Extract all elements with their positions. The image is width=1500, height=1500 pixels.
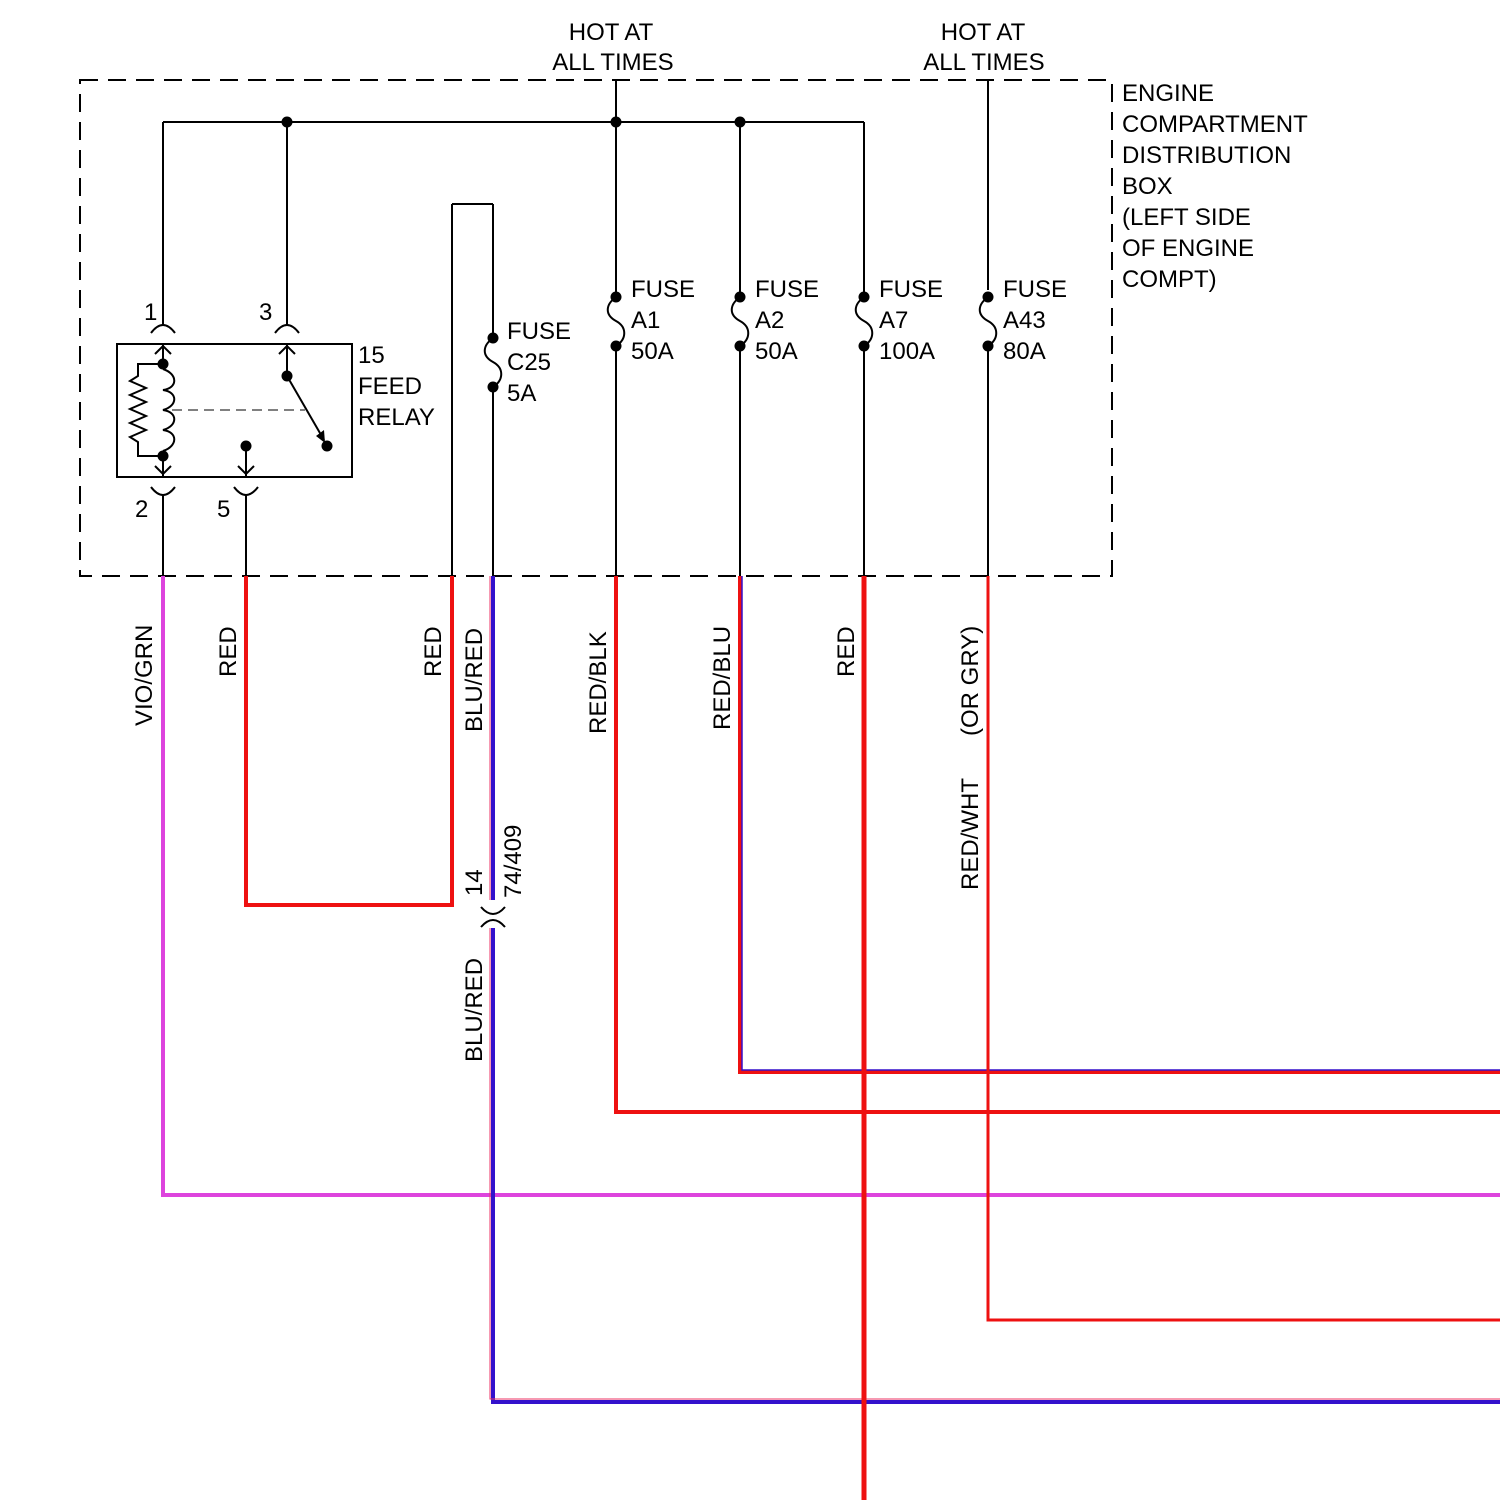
box-label-4: BOX bbox=[1122, 173, 1173, 200]
relay-label-line-1: 15 bbox=[358, 342, 385, 369]
pin-2-label: 2 bbox=[135, 496, 148, 523]
fuse-a1-label-3: 50A bbox=[631, 338, 674, 365]
label-red-loop: RED bbox=[420, 626, 447, 677]
box-label-6: OF ENGINE bbox=[1122, 235, 1254, 262]
label-red-wht: RED/WHT bbox=[957, 778, 984, 890]
fuse-c25-label-2: C25 bbox=[507, 349, 551, 376]
pin-5-label: 5 bbox=[217, 496, 230, 523]
hot-at-all-times-right-2: ALL TIMES bbox=[923, 49, 1044, 76]
wire-blu-red bbox=[493, 576, 1500, 1402]
label-blu-red-lower: BLU/RED bbox=[461, 958, 488, 1062]
label-vio-grn: VIO/GRN bbox=[131, 625, 158, 726]
fuse-a43-label-2: A43 bbox=[1003, 307, 1046, 334]
box-label-1: ENGINE bbox=[1122, 80, 1214, 107]
fuse-c25-circuit bbox=[452, 204, 501, 576]
label-red-a7: RED bbox=[833, 626, 860, 677]
box-label-2: COMPARTMENT bbox=[1122, 111, 1308, 138]
label-or-gry: (OR GRY) bbox=[957, 626, 984, 736]
label-red-blu: RED/BLU bbox=[709, 626, 736, 730]
wire-red-relay-loop bbox=[246, 576, 452, 905]
fuse-a7-label-2: A7 bbox=[879, 307, 908, 334]
fuse-a7-circuit bbox=[856, 122, 873, 576]
feed-relay bbox=[117, 344, 352, 477]
hot-at-all-times-left-1: HOT AT bbox=[569, 19, 654, 46]
distribution-box-outline bbox=[80, 80, 1112, 576]
fuse-a1-circuit bbox=[608, 122, 625, 576]
fuse-a2-label-3: 50A bbox=[755, 338, 798, 365]
relay-label-line-3: RELAY bbox=[358, 404, 435, 431]
pin-3-label: 3 bbox=[259, 299, 272, 326]
label-red-relay: RED bbox=[215, 626, 242, 677]
hot-at-all-times-right-1: HOT AT bbox=[941, 19, 1026, 46]
box-label-7: COMPT) bbox=[1122, 266, 1217, 293]
label-red-blk: RED/BLK bbox=[585, 631, 612, 734]
wire-vio-grn bbox=[163, 576, 1500, 1195]
box-label-3: DISTRIBUTION bbox=[1122, 142, 1291, 169]
fuse-a7-label-3: 100A bbox=[879, 338, 935, 365]
fuse-a43-label-3: 80A bbox=[1003, 338, 1046, 365]
connector-14 bbox=[481, 900, 505, 928]
fuse-a7-label-1: FUSE bbox=[879, 276, 943, 303]
fuse-a2-label-1: FUSE bbox=[755, 276, 819, 303]
hot-at-all-times-left-2: ALL TIMES bbox=[552, 49, 673, 76]
wire-red-wht bbox=[988, 576, 1500, 1320]
fuse-a2-circuit bbox=[732, 122, 749, 576]
box-label-5: (LEFT SIDE bbox=[1122, 204, 1251, 231]
fuse-a1-label-2: A1 bbox=[631, 307, 660, 334]
label-connector-pin: 14 bbox=[461, 869, 488, 896]
fuse-a43-label-1: FUSE bbox=[1003, 276, 1067, 303]
fuse-a43-circuit bbox=[980, 292, 997, 577]
label-blu-red-upper: BLU/RED bbox=[461, 628, 488, 732]
fuse-c25-label-3: 5A bbox=[507, 380, 536, 407]
fuse-a2-label-2: A2 bbox=[755, 307, 784, 334]
label-connector-id: 74/409 bbox=[500, 825, 527, 898]
fuse-a1-label-1: FUSE bbox=[631, 276, 695, 303]
wire-red-blk bbox=[616, 576, 1500, 1112]
pin-1-label: 1 bbox=[144, 299, 157, 326]
relay-label-line-2: FEED bbox=[358, 373, 422, 400]
fuse-c25-label-1: FUSE bbox=[507, 318, 571, 345]
